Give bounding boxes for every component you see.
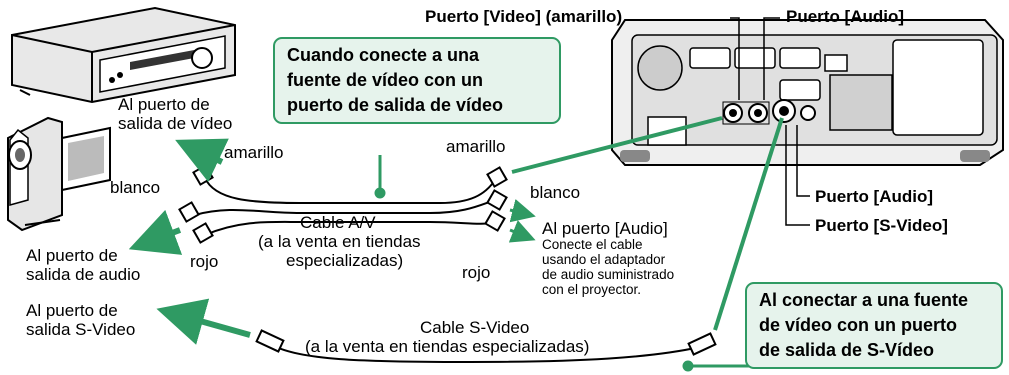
label-to-video-out-2: salida de vídeo: [118, 114, 233, 133]
vcr-illustration: [11, 6, 236, 104]
label-av-cable: Cable A/V: [300, 213, 376, 232]
camcorder-illustration: [7, 116, 111, 232]
callout-svideo-source: Al conectar a una fuente de vídeo con un…: [745, 282, 1003, 369]
label-to-svideo-out-1: Al puerto de: [26, 301, 118, 320]
label-svideo-cable-note: (a la venta en tiendas especializadas): [305, 337, 590, 356]
projector-illustration: [611, 19, 1004, 166]
green-arrows: [128, 116, 784, 372]
label-to-audio-port: Al puerto [Audio]: [542, 219, 668, 238]
label-red-right: rojo: [462, 263, 491, 282]
label-av-cable-note-1: (a la venta en tiendas: [258, 232, 421, 251]
label-port-audio-top: Puerto [Audio]: [786, 7, 905, 26]
callout-svideo-line3: de salida de S-Vídeo: [759, 340, 935, 360]
audio-note-line2: usando el adaptador: [542, 252, 666, 267]
label-av-cable-note-2: especializadas): [286, 251, 404, 270]
label-port-svideo: Puerto [S-Video]: [815, 216, 948, 235]
audio-note-line3: de audio suministrado: [542, 267, 675, 282]
label-to-video-out-1: Al puerto de: [118, 95, 210, 114]
label-red-left: rojo: [190, 252, 219, 271]
label-white-left: blanco: [110, 178, 161, 197]
audio-note-line4: con el proyector.: [542, 282, 642, 297]
label-to-audio-out-1: Al puerto de: [26, 246, 118, 265]
callout-svideo-line2: de vídeo con un puerto: [759, 315, 958, 335]
label-to-audio-out-2: salida de audio: [26, 265, 141, 284]
label-yellow-right: amarillo: [446, 137, 506, 156]
label-port-video-yellow: Puerto [Video] (amarillo): [425, 7, 623, 26]
callout-video-line2: fuente de vídeo con un: [287, 70, 484, 90]
callout-video-line1: Cuando conecte a una: [287, 45, 480, 65]
label-to-svideo-out-2: salida S-Video: [26, 320, 136, 339]
label-svideo-cable: Cable S-Video: [420, 318, 530, 337]
callout-svideo-line1: Al conectar a una fuente: [759, 290, 969, 310]
label-yellow-left: amarillo: [224, 143, 284, 162]
audio-note-line1: Conecte el cable: [542, 237, 643, 252]
svideo-cable: [255, 329, 717, 364]
callout-video-source: Cuando conecte a una fuente de vídeo con…: [273, 37, 561, 124]
callout-video-line3: puerto de salida de vídeo: [287, 95, 504, 115]
label-white-right: blanco: [530, 183, 581, 202]
label-port-audio-right: Puerto [Audio]: [815, 187, 934, 206]
